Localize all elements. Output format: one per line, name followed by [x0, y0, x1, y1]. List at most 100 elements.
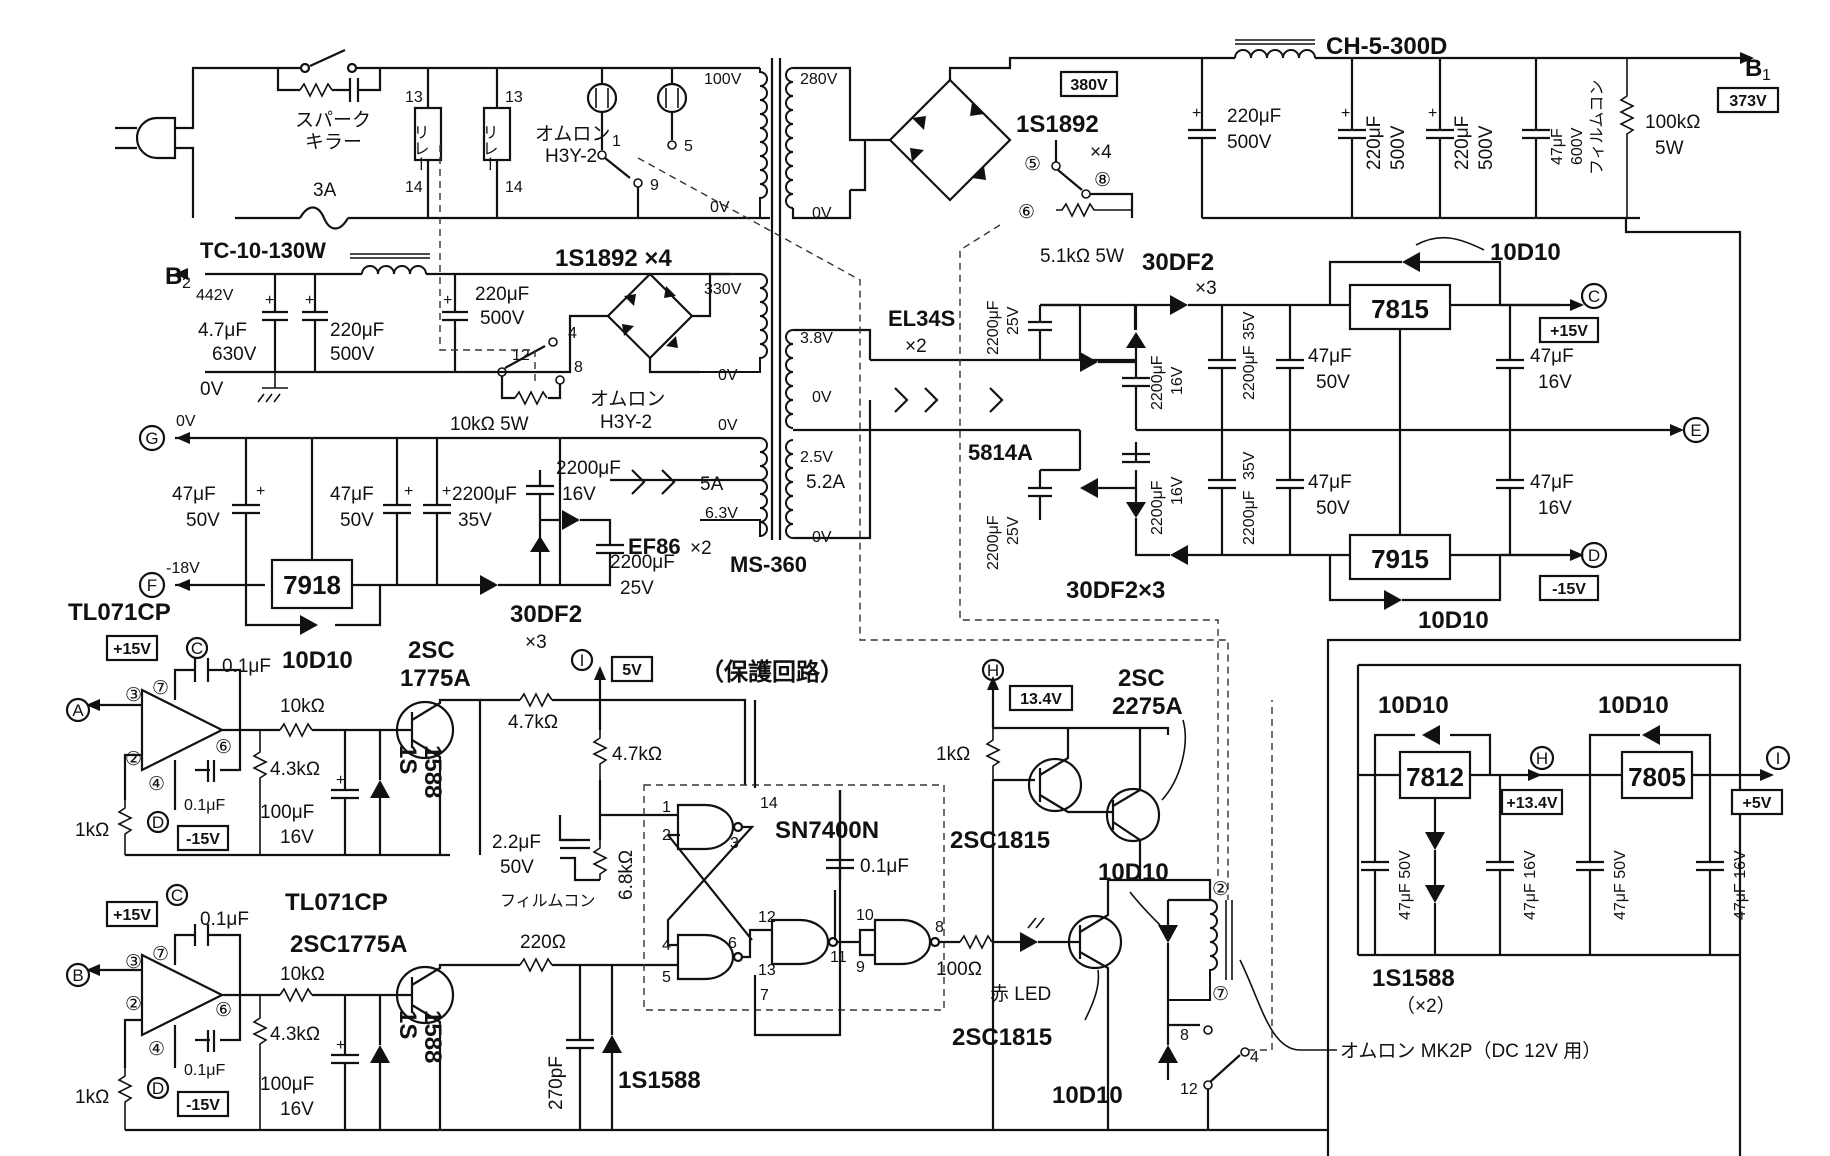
terminal-d-right-label: D — [1588, 546, 1600, 565]
opamp1-100u-v: 16V — [280, 827, 314, 848]
b2-switch-pin4: 4 — [568, 325, 577, 342]
opamp1-m15-badge — [176, 824, 230, 852]
v5-label: 5V — [622, 662, 642, 679]
lv-1s1588-count: （×2） — [1396, 995, 1456, 1017]
heater-cap5: 2200μF — [610, 552, 675, 573]
opamp2-pin2: ② — [125, 994, 142, 1015]
svg-text:+: + — [265, 292, 274, 309]
terminal-e-label: E — [1690, 421, 1701, 440]
hv-secondary-280v: 280V — [800, 71, 838, 88]
hv-switch-pin6: ⑥ — [1018, 202, 1035, 223]
opamp1-10k: 10kΩ — [280, 696, 325, 717]
secondary-3v8: 3.8V — [800, 330, 833, 347]
spark-killer-label-2: キラー — [305, 132, 362, 153]
reg15-capa: 47μF — [1308, 346, 1352, 367]
relay-10d10-b-icon — [1157, 1045, 1179, 1063]
lv-1s1588-label: 1S1588 — [1372, 965, 1455, 992]
reg15-rect-diode-f — [1170, 544, 1188, 566]
hv-switch-pin5: ⑤ — [1024, 154, 1041, 175]
opamp2-10k-icon — [279, 987, 313, 1003]
hv-secondary-0v: 0V — [812, 205, 832, 222]
terminal-a — [65, 697, 91, 723]
b2-switch-pin12: 12 — [512, 347, 530, 364]
b2-choke-label: TC-10-130W — [200, 238, 326, 263]
pm15v-supply-section: 2200μF 25V 2200μF 25V 30DF2 ×3 2200μF 16… — [985, 236, 1710, 634]
svg-text:+: + — [336, 1037, 345, 1054]
p134-label: +13.4V — [1506, 795, 1557, 812]
fuse-label: 3A — [313, 180, 337, 201]
opamp2-pin7: ⑦ — [152, 944, 169, 965]
relay-label: オムロン MK2P（DC 12V 用） — [1340, 1040, 1601, 1062]
gate-pin11: 11 — [830, 949, 847, 966]
b2-10k-resistor-icon — [514, 390, 548, 406]
svg-text:+: + — [404, 483, 413, 500]
hv-5k1-resistor-icon — [1056, 202, 1132, 218]
opamp1-m15: -15V — [186, 831, 220, 848]
terminal-c-right-label: C — [1588, 287, 1600, 306]
reg15-capc: 47μF — [1308, 472, 1352, 493]
m15v-label: -15V — [1552, 581, 1586, 598]
tr1-label-2: 1775A — [400, 665, 471, 692]
lv-1s1588-b-icon — [1424, 885, 1446, 903]
opamp2-1k-resistor — [117, 1068, 133, 1130]
opamp1-c01-b: 0.1μF — [184, 797, 225, 814]
b2-cap2-v: 500V — [330, 344, 375, 365]
r220: 220Ω — [520, 932, 566, 953]
opamp2-pin4: ④ — [148, 1039, 165, 1060]
protection-relay-coil-icon — [1168, 899, 1218, 1001]
heater-cap2-v: 50V — [340, 510, 374, 531]
v380-badge — [1059, 70, 1119, 98]
gate-pin7: 7 — [760, 987, 769, 1004]
hv-switch-pin8: ⑧ — [1094, 170, 1111, 191]
opamp1-4k3-icon — [252, 730, 268, 855]
lv-10d10-a-label: 10D10 — [1378, 692, 1449, 719]
heater-cap5-v: 25V — [620, 578, 654, 599]
heater-secondary-icon — [700, 437, 768, 538]
reg15-capc-v: 50V — [1316, 498, 1350, 519]
b2-ground-icon — [257, 372, 288, 403]
svg-text:+: + — [1192, 105, 1201, 122]
b2-secondary-0v: 0V — [718, 367, 738, 384]
d10d10-a-label: 10D10 — [1098, 859, 1169, 886]
reg15-capd-v: 16V — [1538, 498, 1572, 519]
relay-pin2: ② — [1212, 879, 1229, 900]
relay-pin4: 4 — [1250, 1049, 1259, 1066]
reg15-capa-v: 50V — [1316, 372, 1350, 393]
reg15-top-10d10-icon — [1402, 251, 1420, 273]
heater-doubler-diode-2 — [562, 509, 580, 531]
opamp1-4k3: 4.3kΩ — [270, 759, 320, 780]
svg-text:+: + — [1341, 105, 1350, 122]
terminal-e — [1682, 416, 1710, 444]
b2-cap3: 220μF — [475, 284, 529, 305]
opamp2-c01-b: 0.1μF — [184, 1062, 225, 1079]
relay-pin8: 8 — [1180, 1027, 1189, 1044]
tr3-label: 2SC1815 — [952, 1024, 1052, 1051]
heater-10d10-icon — [300, 614, 318, 636]
reg15-capin-bot-v: 25V — [1005, 516, 1022, 545]
b2-choke-icon — [361, 265, 427, 275]
protection-circuit: （保護回路） TL071CP +15V C 0.1μF ⑦ ③ ② ④ ⑥ A … — [65, 599, 1601, 1132]
opamp1-1k-resistor — [117, 800, 133, 855]
heater-cap2: 47μF — [330, 484, 374, 505]
reg15-rect-diode-d — [1080, 477, 1098, 499]
5814-heater-icon — [989, 387, 1004, 413]
heater-secondary-0v: 0V — [718, 417, 738, 434]
reg-7805-label: 7805 — [1628, 762, 1686, 792]
b2-supply-section: TC-10-130W B 2 442V 4.7μF 630V 220μF 500… — [165, 238, 768, 435]
p134-badge — [1500, 788, 1564, 816]
relay-1-pin13: 13 — [405, 89, 423, 106]
gate-pin1: 1 — [662, 799, 671, 816]
reg-7805 — [1620, 750, 1694, 800]
red-led-icon — [1020, 931, 1038, 953]
opamp-1: TL071CP +15V C 0.1μF ⑦ ③ ② ④ ⑥ A 0.1μF D… — [65, 599, 482, 857]
nand-gate-4-icon — [873, 918, 941, 966]
power-switch-icon — [299, 48, 358, 74]
gate-pin12: 12 — [758, 909, 776, 926]
svg-text:+: + — [305, 292, 314, 309]
heater-rect-diode-icon — [480, 574, 498, 596]
heater-secondary-5a: 5A — [700, 474, 724, 495]
primary-100v: 100V — [704, 71, 742, 88]
primary-0v: 0V — [710, 199, 730, 216]
opamp2-p15-badge — [105, 900, 159, 928]
